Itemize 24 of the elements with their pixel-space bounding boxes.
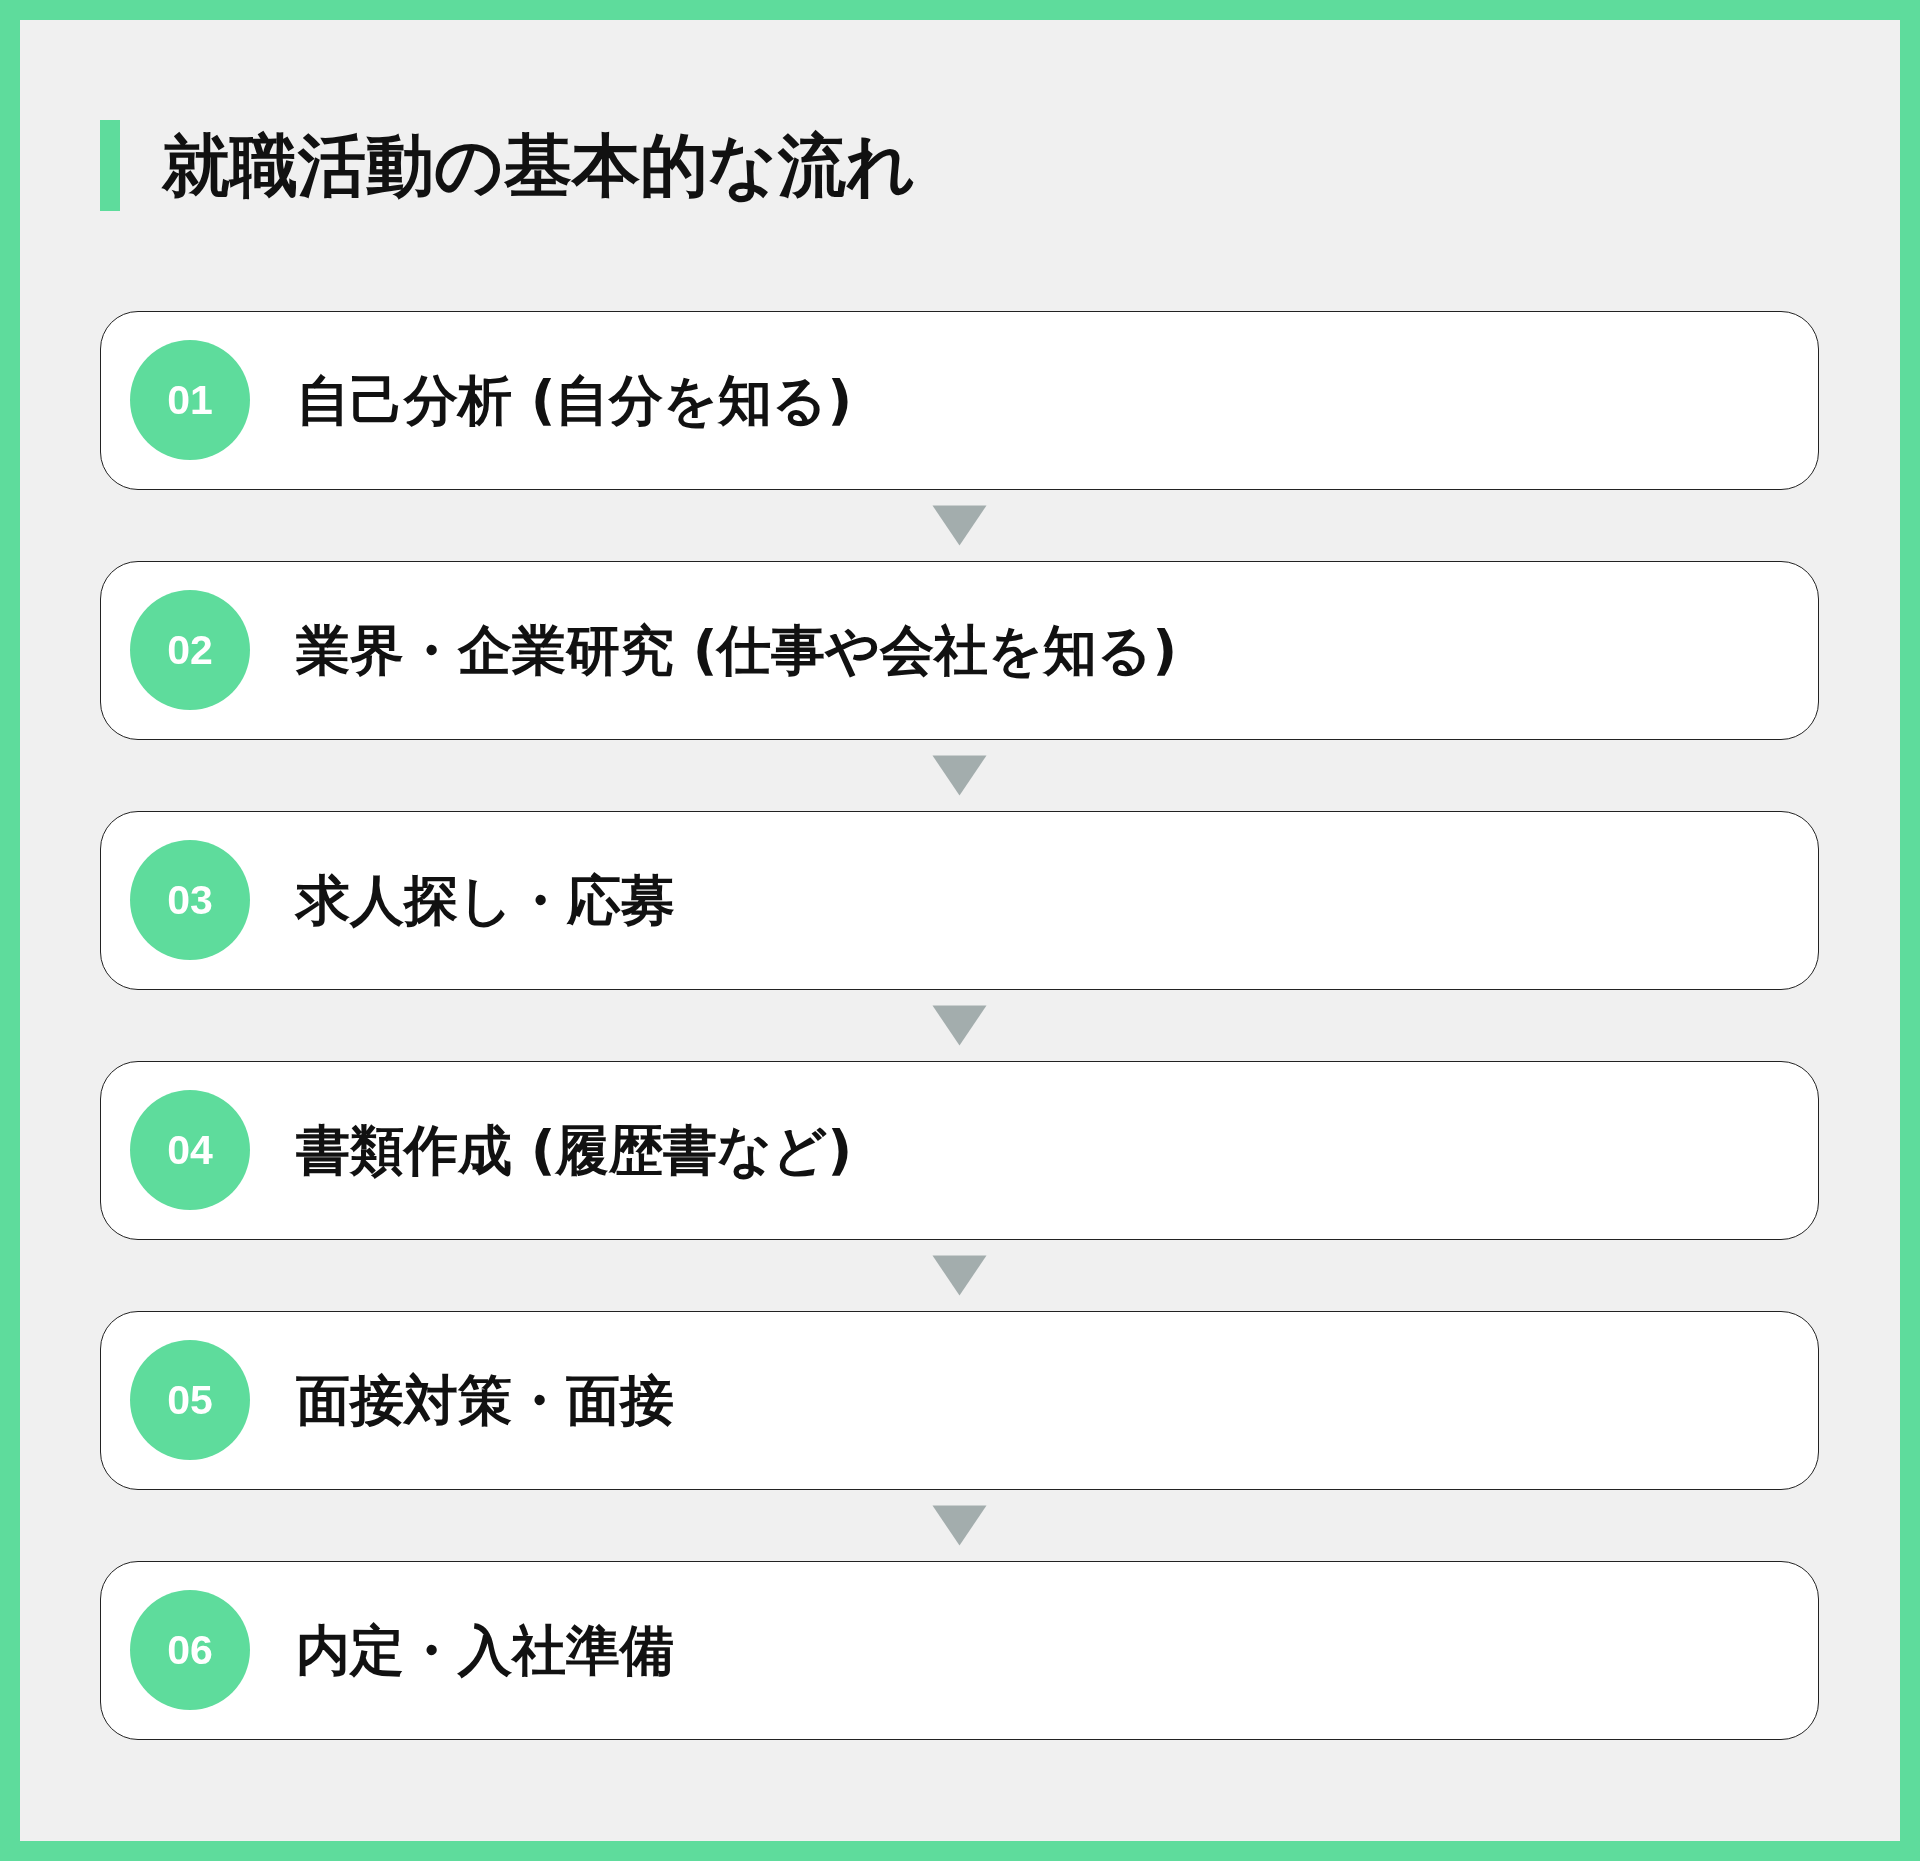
- step-box: [100, 1311, 1819, 1490]
- step-text: 自己分析 (自分を知る): [296, 368, 853, 433]
- number-badge: 04: [130, 1090, 250, 1210]
- arrow: [932, 755, 987, 796]
- number-badge: 02: [130, 590, 250, 710]
- step-box: [100, 811, 1819, 990]
- step-box: [100, 311, 1819, 490]
- step-box: [100, 1061, 1819, 1240]
- step-text: 内定・入社準備: [296, 1618, 674, 1683]
- step-box: [100, 1561, 1819, 1740]
- title: 就職活動の基本的な流れ: [162, 124, 916, 207]
- number-badge: 05: [130, 1340, 250, 1460]
- step-text: 求人探し・応募: [296, 868, 675, 933]
- arrow: [932, 1505, 987, 1546]
- arrow: [932, 1005, 987, 1046]
- number-badge: 03: [130, 840, 250, 960]
- step-text: 面接対策・面接: [296, 1368, 674, 1433]
- arrow: [932, 1255, 987, 1296]
- step-text: 書類作成 (履歴書など): [296, 1118, 853, 1183]
- number-badge: 01: [130, 340, 250, 460]
- step-text: 業界・企業研究 (仕事や会社を知る): [296, 618, 1178, 683]
- number-badge: 06: [130, 1590, 250, 1710]
- arrow: [932, 505, 987, 546]
- step-box: [100, 561, 1819, 740]
